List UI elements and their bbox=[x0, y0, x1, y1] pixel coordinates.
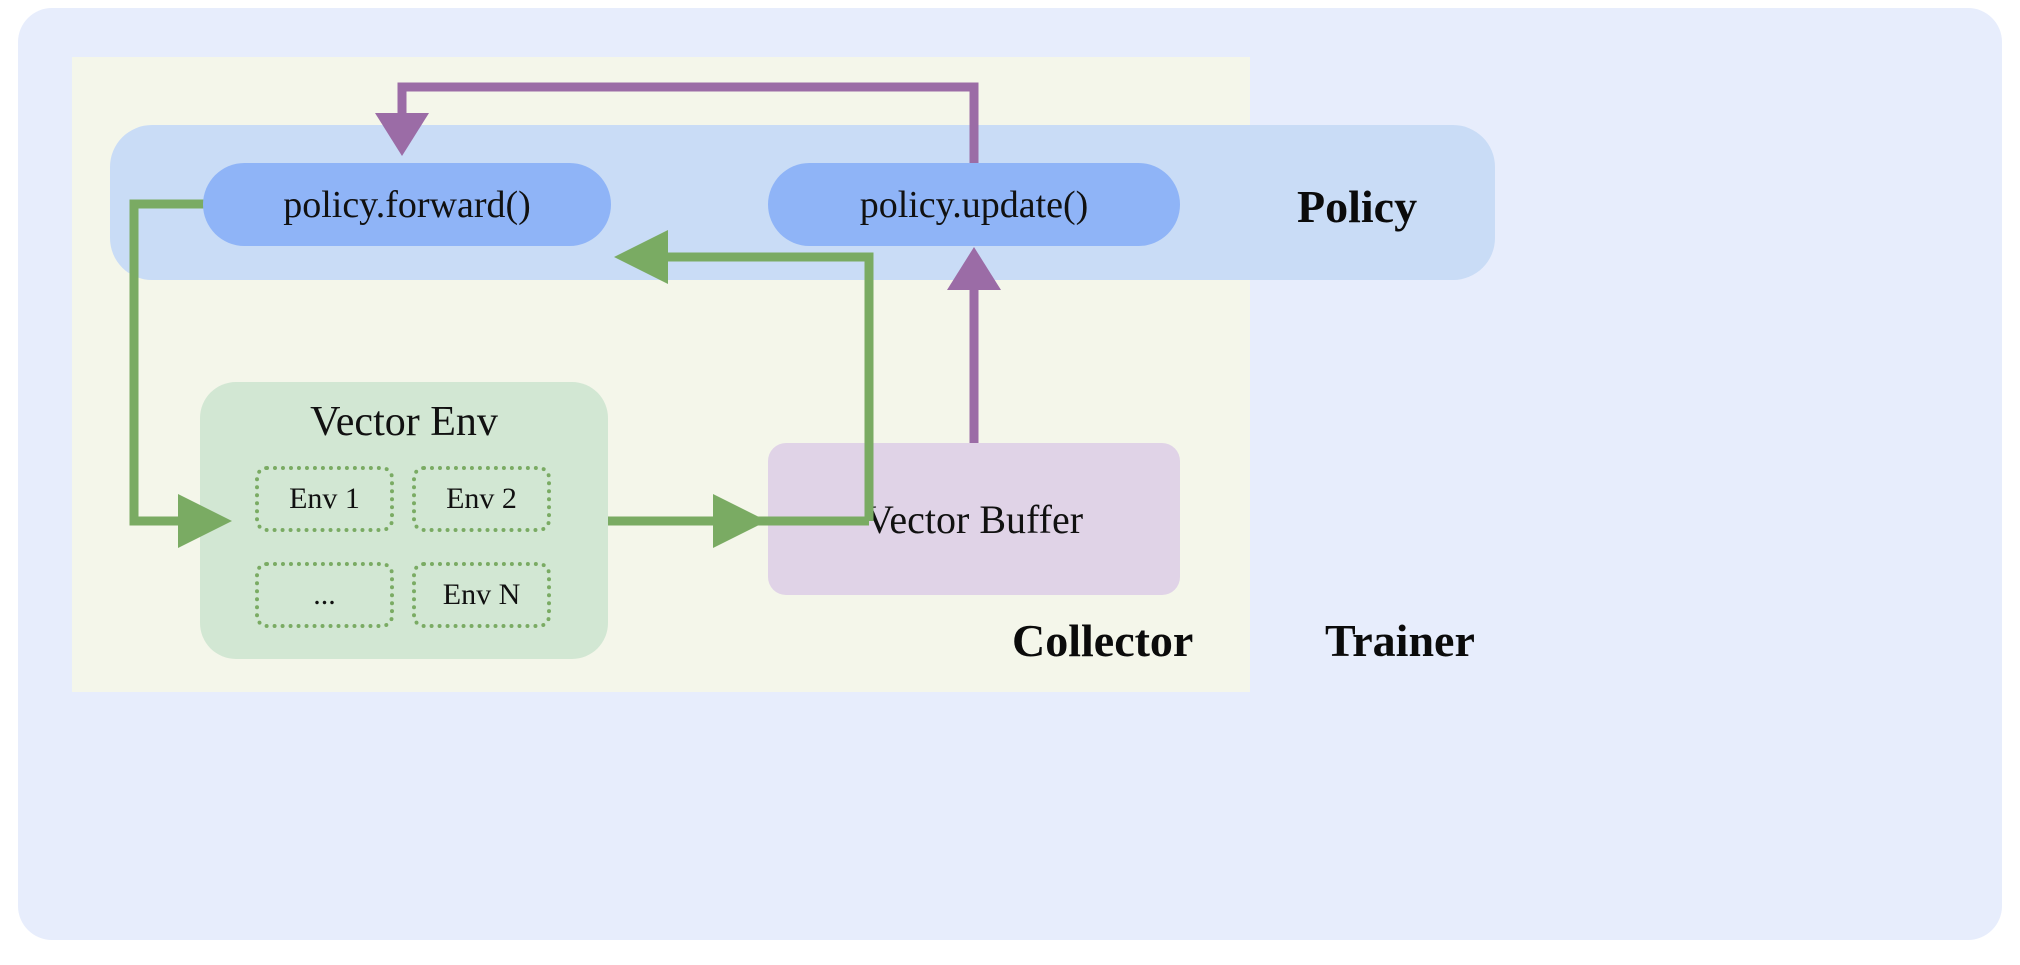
trainer-section-label: Trainer bbox=[1325, 615, 1475, 666]
policy-forward-label: policy.forward() bbox=[283, 183, 531, 226]
policy-forward-node: policy.forward() bbox=[203, 163, 611, 246]
vector-buffer-label: Vector Buffer bbox=[864, 496, 1084, 542]
policy-update-label: policy.update() bbox=[859, 183, 1089, 226]
vector-buffer-node: Vector Buffer bbox=[768, 443, 1180, 595]
collector-section-label: Collector bbox=[1012, 615, 1194, 666]
policy-section-label: Policy bbox=[1297, 181, 1418, 232]
policy-update-node: policy.update() bbox=[768, 163, 1180, 246]
env-chip-2: Env 2 bbox=[412, 466, 551, 532]
env-chip-ellipsis: ... bbox=[255, 562, 394, 628]
env-chip-1: Env 1 bbox=[255, 466, 394, 532]
vector-env-title: Vector Env bbox=[310, 399, 498, 445]
env-chip-n: Env N bbox=[412, 562, 551, 628]
